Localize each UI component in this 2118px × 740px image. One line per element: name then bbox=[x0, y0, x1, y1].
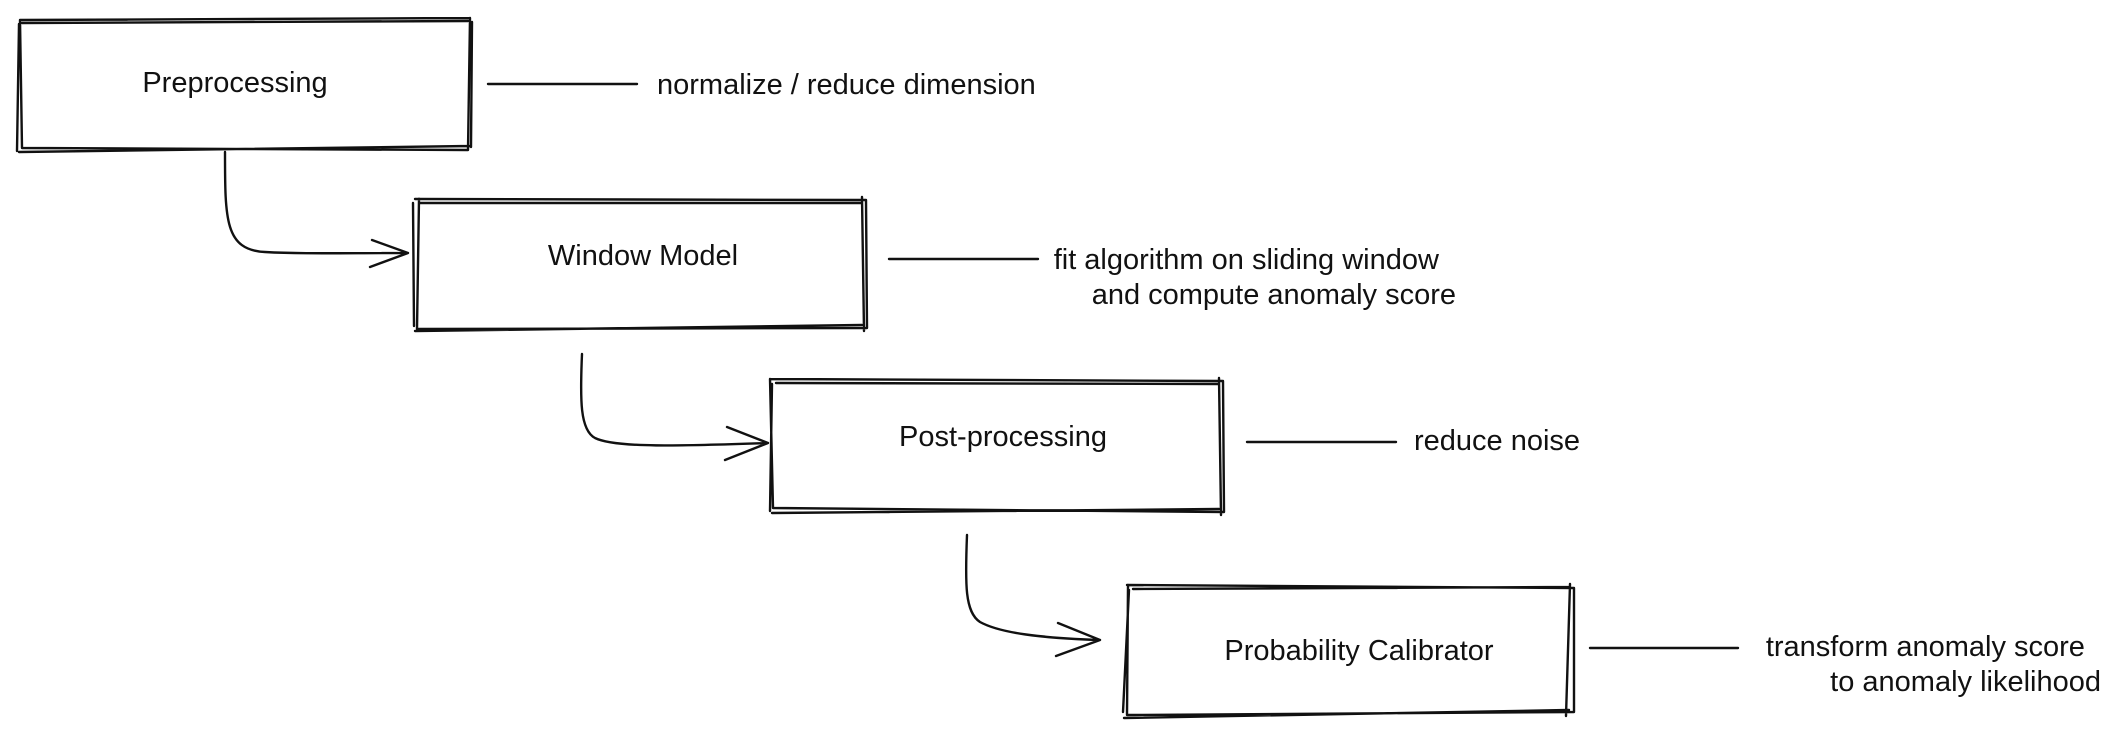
post-processing-label: Post-processing bbox=[899, 421, 1107, 453]
post-processing-box bbox=[768, 376, 1226, 517]
arrow-window-to-postprocessing bbox=[579, 352, 770, 462]
probability-calibrator-box bbox=[1121, 582, 1576, 720]
arrow-postprocessing-to-calibrator bbox=[964, 533, 1102, 658]
stage-post-processing: Post-processing reduce noise bbox=[768, 376, 1580, 517]
stage-probability-calibrator: Probability Calibrator transform anomaly… bbox=[1121, 582, 2101, 720]
post-processing-note: reduce noise bbox=[1414, 425, 1580, 457]
window-model-box bbox=[411, 195, 869, 333]
stage-window-model: Window Model fit algorithm on sliding wi… bbox=[411, 195, 1456, 333]
preprocessing-label: Preprocessing bbox=[142, 67, 327, 99]
probability-calibrator-label: Probability Calibrator bbox=[1224, 635, 1494, 667]
probability-calibrator-note: transform anomaly score to anomaly likel… bbox=[1766, 631, 2101, 698]
window-model-note: fit algorithm on sliding window and comp… bbox=[1054, 244, 1456, 311]
arrow-preprocessing-to-window bbox=[223, 150, 410, 269]
window-model-label: Window Model bbox=[548, 240, 738, 272]
preprocessing-note: normalize / reduce dimension bbox=[657, 69, 1036, 101]
preprocessing-box bbox=[15, 16, 474, 154]
stage-preprocessing: Preprocessing normalize / reduce dimensi… bbox=[15, 16, 1036, 154]
